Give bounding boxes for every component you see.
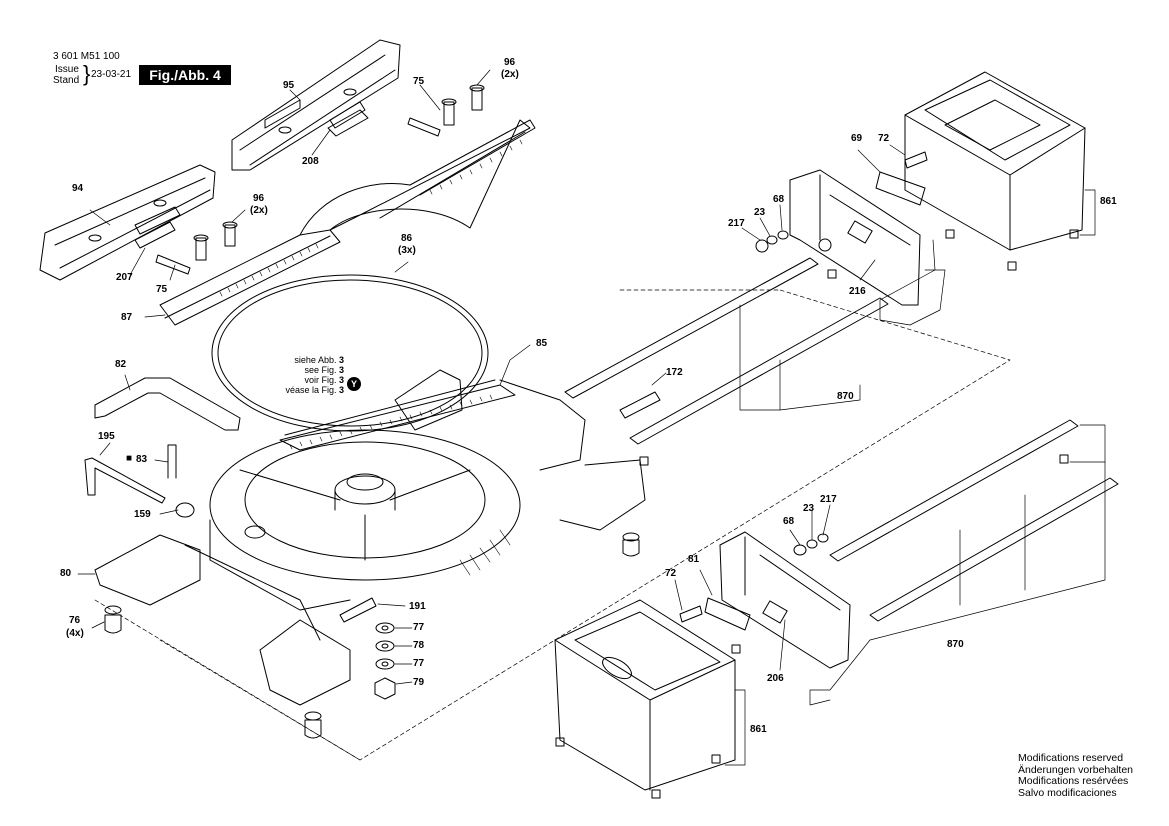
part-label-75: 75 [413,76,425,87]
leader-lines [77,69,1106,766]
rods-870-upper [564,257,889,445]
grip-81 [704,597,751,631]
part-label-76: 76 [69,615,81,626]
part-label-96: 96 [504,57,516,68]
small-screws [555,229,1079,799]
see-ref-number-es: 3 [338,385,344,395]
part-label-191: 191 [409,601,426,612]
part-label-77: 77 [413,622,425,633]
part-label-96-lower: 96 [253,193,265,204]
part-label-870-lower: 870 [947,639,964,650]
nut-159 [175,502,195,518]
rods-870-lower [829,419,1119,622]
part-label-87: 87 [121,312,133,323]
part-qty-96: (2x) [501,69,519,80]
part-label-69: 69 [851,133,863,144]
feet-76 [104,532,640,739]
modifications-notice: Modifications reserved Änderungen vorbeh… [1018,752,1134,799]
fence-94 [39,164,216,281]
nuts-lower [793,533,829,556]
part-label-82: 82 [115,359,127,370]
hex-key-195 [84,457,166,504]
part-label-72-lower: 72 [665,568,677,579]
part-label-861-lower: 861 [750,724,767,735]
brace-icon: } [83,61,91,86]
grip-69 [875,171,926,206]
turntable-base [94,369,646,706]
fence-95 [231,39,401,171]
end-piece-206 [719,531,851,669]
figure-title: Fig./Abb. 4 [139,65,231,85]
screw-72-lower [679,605,703,623]
screw-191 [339,597,377,623]
part-label-870: 870 [837,391,854,402]
notice-line-en: Modifications reserved [1018,752,1124,764]
part-label-208: 208 [302,156,319,167]
screw-83 [167,444,177,479]
part-label-68: 68 [773,194,785,205]
part-label-217: 217 [728,218,745,229]
part-label-78: 78 [413,640,425,651]
part-label-79: 79 [413,677,425,688]
part-qty-86: (3x) [398,245,416,256]
screw-72 [904,151,928,169]
part-label-94: 94 [72,183,84,194]
part-qty-76: (4x) [66,628,84,639]
part-label-83: 83 [136,454,148,465]
part-number: 3 601 M51 100 [53,51,120,62]
part-qty-96-lower: (2x) [250,205,268,216]
see-ref-line-es: véase la Fig. [285,385,337,395]
see-ref-number-en: 3 [338,365,344,375]
label-plate-208 [327,109,369,137]
see-ref-number-de: 3 [338,355,344,365]
see-ref-line-de: siehe Abb. [294,355,337,365]
handle-82 [94,377,241,431]
ring-86 [211,274,489,432]
part-label-77-lower: 77 [413,658,425,669]
see-figure-reference: siehe Abb. 3 see Fig. 3 voir Fig. 3 véas… [278,355,344,395]
notice-line-fr: Modifications resérvées [1018,775,1129,788]
part-label-72: 72 [878,133,890,144]
part-label-75-lower: 75 [156,284,168,295]
washer-stack [374,622,396,700]
part-label-207: 207 [116,272,133,283]
part-label-216: 216 [849,286,866,297]
end-piece-216 [789,169,921,306]
part-label-172: 172 [666,367,683,378]
screws-75-96 [155,84,485,275]
table-plate-87 [159,119,536,326]
part-label-206: 206 [767,673,784,684]
see-ref-number-fr: 3 [338,375,344,385]
part-label-85: 85 [536,338,548,349]
part-marker-83: ■ [126,453,133,464]
part-label-195: 195 [98,431,115,442]
screw-172 [619,391,661,419]
view-marker-y: Y [347,377,361,391]
see-ref-line-en: see Fig. [304,365,337,375]
case-861-lower [554,599,736,791]
label-plate-207 [134,221,176,249]
issue-date: 23-03-21 [91,69,132,80]
part-label-23-lower: 23 [803,503,815,514]
part-label-159: 159 [134,509,151,520]
stand-label: Stand [53,75,80,86]
assembly-dashed-outline [94,289,1011,761]
issue-label: Issue [55,64,79,75]
part-label-217-lower: 217 [820,494,837,505]
see-ref-line-fr: voir Fig. [304,375,337,385]
part-label-68-lower: 68 [783,516,795,527]
part-label-861: 861 [1100,196,1117,207]
notice-line-de: Änderungen vorbehalten [1018,763,1134,776]
part-label-23: 23 [754,207,766,218]
part-label-86: 86 [401,233,413,244]
part-label-95: 95 [283,80,295,91]
case-861-upper [904,71,1086,251]
notice-line-es: Salvo modificaciones [1018,786,1117,799]
part-label-80: 80 [60,568,72,579]
part-label-81: 81 [688,554,700,565]
nuts-upper [755,230,789,253]
